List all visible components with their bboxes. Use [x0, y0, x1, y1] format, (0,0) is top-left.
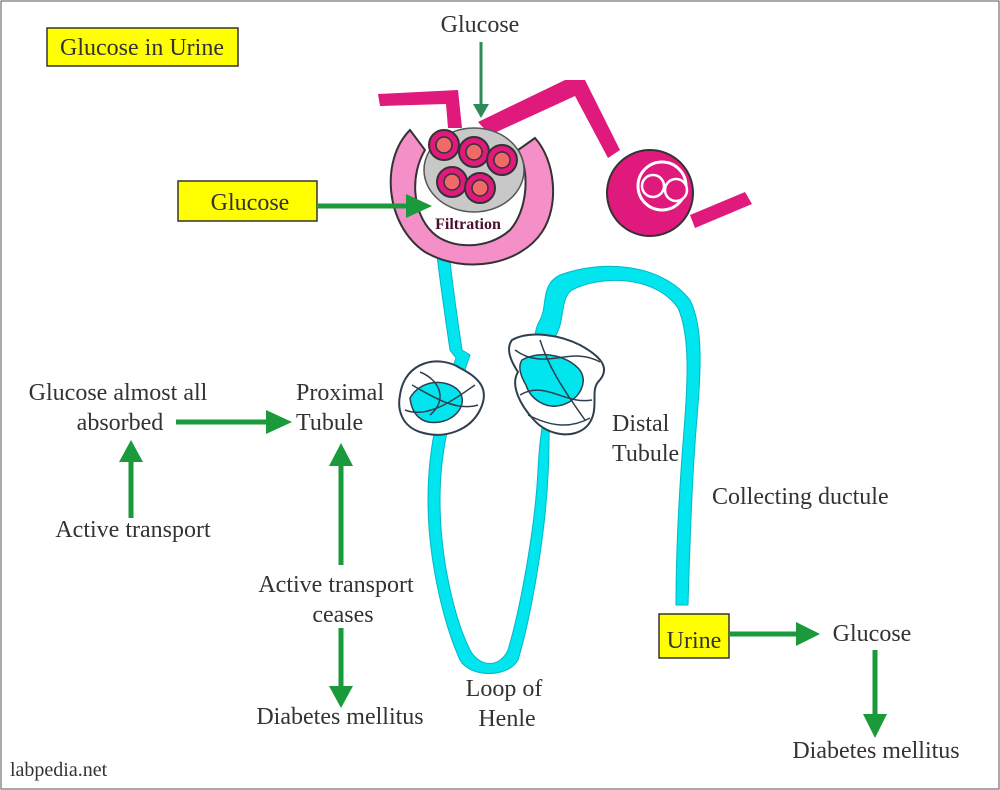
loop-label-line1: Loop of [466, 676, 543, 702]
nephron-tubule [398, 244, 701, 674]
absorbed-to-proximal-arrowhead [266, 410, 292, 434]
title-box [46, 27, 239, 67]
peritubular-capillary [606, 149, 694, 237]
glucose-absorbed-line2: absorbed [77, 410, 164, 436]
ceases-down-arrowhead [329, 686, 353, 708]
glucose-absorbed-line1: Glucose almost all [29, 380, 208, 406]
glucose-box-label: Glucose [211, 190, 290, 216]
active-transport-arrowhead [119, 440, 143, 462]
active-transport-label: Active transport [55, 517, 211, 543]
glomerular-capillaries [428, 129, 518, 204]
blood-vessels [378, 80, 752, 228]
filtration-arrowhead [406, 194, 432, 218]
glomerulus [389, 127, 555, 266]
distal-label-line2: Tubule [612, 441, 679, 467]
source-label: labpedia.net [10, 759, 108, 781]
glucose-box [177, 180, 318, 222]
proximal-label-line1: Proximal [296, 380, 384, 406]
urine-to-glucose-arrowhead [796, 622, 820, 646]
proximal-label-line2: Tubule [296, 410, 363, 436]
diabetes-right-label: Diabetes mellitus [792, 738, 959, 764]
title-text: Glucose in Urine [60, 35, 224, 61]
ceases-line2: ceases [312, 602, 373, 628]
glucose-top-label: Glucose [441, 12, 520, 38]
glucose-right-label: Glucose [833, 621, 912, 647]
urine-box [658, 613, 730, 659]
diabetes-left-label: Diabetes mellitus [256, 704, 423, 730]
urine-label: Urine [667, 628, 722, 654]
filtration-label: Filtration [435, 216, 501, 233]
ceases-line1: Active transport [258, 572, 414, 598]
ceases-up-arrowhead [329, 443, 353, 466]
glucose-top-arrowhead [473, 104, 489, 118]
collecting-label: Collecting ductule [712, 484, 889, 510]
distal-label-line1: Distal [612, 411, 670, 437]
glucose-to-diabetes-arrowhead [863, 714, 887, 738]
loop-label-line2: Henle [478, 706, 535, 732]
